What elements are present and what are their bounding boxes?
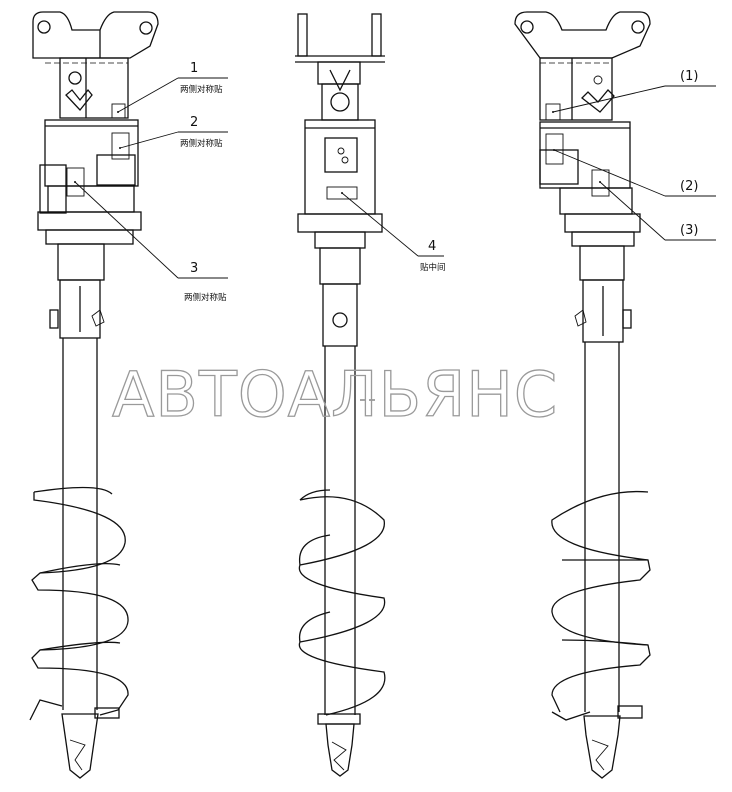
center-auger-view xyxy=(295,13,386,777)
left-callout-leaders xyxy=(74,77,228,279)
callout-4-number: 4 xyxy=(428,239,436,254)
callout-4-note: 贴中间 xyxy=(420,262,446,273)
right-callout-leaders xyxy=(552,85,716,241)
callout-3-number: 3 xyxy=(190,261,198,276)
left-auger-view xyxy=(29,11,159,779)
right-auger-view xyxy=(514,11,651,779)
callout-1-number: 1 xyxy=(190,61,198,76)
watermark: АВТОАЛЬЯНС xyxy=(112,358,558,431)
callout-2-note: 两侧对称贴 xyxy=(180,138,223,149)
callout-3-note: 两侧对称贴 xyxy=(184,292,227,303)
callout-r3-number: (3) xyxy=(680,223,698,238)
callout-2-number: 2 xyxy=(190,115,198,130)
center-callout-leader xyxy=(341,192,444,257)
callout-1-note: 两侧对称贴 xyxy=(180,84,223,95)
callout-r1-number: (1) xyxy=(680,69,698,84)
callout-r2-number: (2) xyxy=(680,179,698,194)
